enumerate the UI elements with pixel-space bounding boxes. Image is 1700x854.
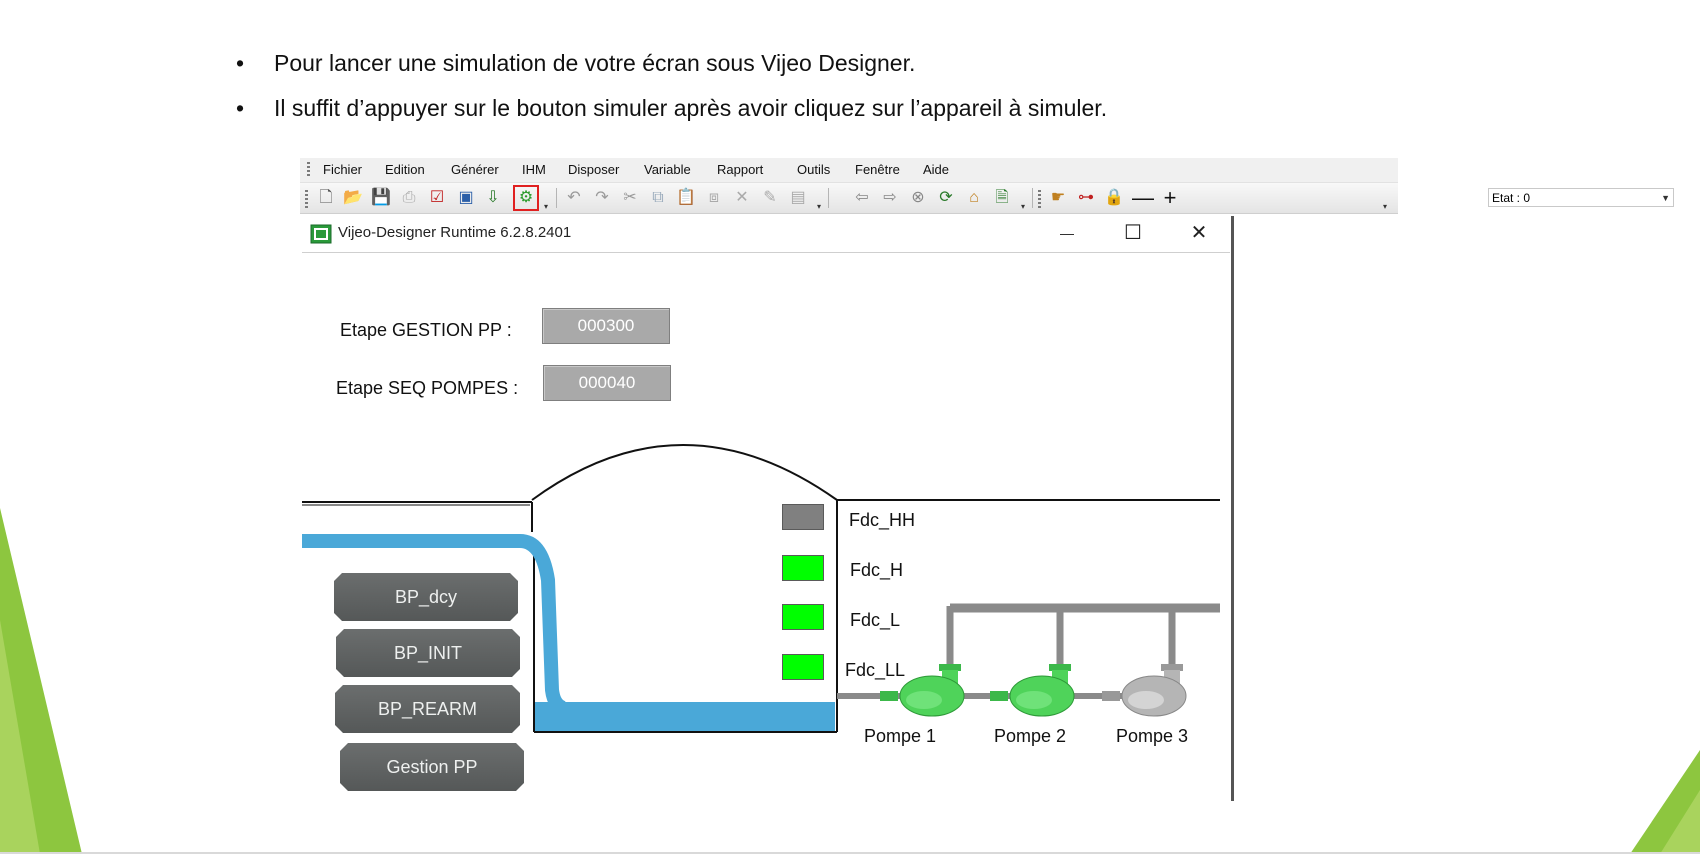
indicator-label-fdc-hh: Fdc_HH	[849, 510, 916, 530]
save-icon[interactable]: 💾	[371, 189, 391, 206]
toolbar-separator	[828, 188, 829, 208]
stop-icon[interactable]: ⊗	[911, 189, 925, 206]
menu-fenetre[interactable]: Fenêtre	[855, 162, 900, 177]
copy-icon[interactable]: ⧉	[652, 189, 664, 206]
close-button[interactable]: ✕	[1190, 222, 1208, 244]
menu-rapport[interactable]: Rapport	[717, 162, 764, 177]
bullet-text: Pour lancer une simulation de votre écra…	[274, 50, 916, 76]
chevron-down-icon[interactable]: ▾	[543, 202, 548, 211]
paste-special-icon[interactable]: ⧈	[708, 189, 720, 206]
menu-bar: Fichier Edition Générer IHM Disposer Var…	[300, 158, 1398, 183]
menu-ihm[interactable]: IHM	[522, 162, 546, 177]
process-graphic	[302, 444, 1220, 733]
etape-seq-value: 000040	[543, 365, 671, 401]
refresh-icon[interactable]: ⟳	[939, 189, 953, 206]
toolbar-separator	[556, 188, 557, 208]
bp-dcy-button[interactable]: BP_dcy	[334, 573, 518, 621]
lock-icon[interactable]: 🔒	[1104, 189, 1124, 206]
tank-water	[535, 702, 835, 731]
menu-edition[interactable]: Edition	[385, 162, 425, 177]
paste-icon[interactable]: 📋	[676, 189, 696, 206]
forward-icon[interactable]: ⇨	[883, 189, 897, 206]
menu-outils[interactable]: Outils	[797, 162, 831, 177]
minus-icon[interactable]: —	[1132, 185, 1154, 210]
bp-rearm-button[interactable]: BP_REARM	[335, 685, 520, 733]
pump-label-2: Pompe 2	[994, 726, 1067, 746]
menu-aide[interactable]: Aide	[923, 162, 950, 177]
plus-icon[interactable]: +	[1163, 185, 1177, 210]
simulate-icon[interactable]: ⚙	[513, 185, 539, 211]
indicator-fdc-l	[782, 604, 824, 630]
toolbar: 🗋 📂 💾 ⎙ ☑ ▣ ⇩ ⚙ ▾ ↶ ↷ ✂ ⧉ 📋 ⧈ ✕ ✎ ▤ ▾ ⇦ …	[300, 183, 1674, 214]
window-title: Vijeo-Designer Runtime 6.2.8.2401	[338, 224, 572, 241]
runtime-titlebar: Vijeo-Designer Runtime 6.2.8.2401 — ☐ ✕	[302, 216, 1230, 253]
chevron-down-icon[interactable]: ▾	[1382, 202, 1387, 211]
bullet-dot: •	[236, 95, 245, 121]
slide-decoration-left	[0, 508, 82, 854]
etape-gestion-label: Etape GESTION PP :	[340, 320, 512, 340]
check-icon[interactable]: ☑	[429, 189, 445, 206]
pump-label-3: Pompe 3	[1116, 726, 1189, 746]
gestion-pp-button[interactable]: Gestion PP	[340, 743, 524, 791]
etape-seq-label: Etape SEQ POMPES :	[336, 378, 519, 398]
cut-icon[interactable]: ✂	[623, 189, 637, 206]
home-icon[interactable]: ⌂	[969, 189, 979, 206]
pump-1-icon	[880, 664, 965, 717]
delete-icon[interactable]: ✕	[735, 189, 749, 206]
slide-bottom-border	[0, 852, 1700, 854]
menu-disposer[interactable]: Disposer	[568, 162, 620, 177]
validate-icon[interactable]: ▣	[458, 189, 474, 206]
bp-init-button[interactable]: BP_INIT	[336, 629, 520, 677]
menu-fichier[interactable]: Fichier	[323, 162, 363, 177]
slide-decoration-right	[1630, 750, 1700, 854]
pump-2-icon	[990, 664, 1075, 717]
toolbar-grip	[1038, 190, 1041, 208]
new-file-icon[interactable]: 🗋	[319, 189, 333, 206]
format-icon[interactable]: ✎	[763, 189, 777, 206]
undo-icon[interactable]: ↶	[567, 189, 581, 206]
hand-icon[interactable]: ☛	[1050, 189, 1066, 206]
chevron-down-icon[interactable]: ▾	[1020, 202, 1025, 211]
etape-gestion-value: 000300	[542, 308, 670, 344]
maximize-button[interactable]: ☐	[1124, 222, 1142, 244]
pump-label-1: Pompe 1	[864, 726, 937, 746]
menu-generer[interactable]: Générer	[451, 162, 499, 177]
chevron-down-icon: ▼	[1661, 193, 1670, 203]
chevron-down-icon[interactable]: ▾	[816, 202, 821, 211]
download-icon[interactable]: ⇩	[486, 189, 500, 206]
indicator-label-fdc-h: Fdc_H	[850, 560, 904, 580]
properties-icon[interactable]: ▤	[790, 189, 806, 206]
vijeo-runtime-icon	[310, 224, 332, 244]
indicator-label-fdc-ll: Fdc_LL	[845, 660, 906, 680]
etat-value: Etat : 0	[1492, 191, 1531, 205]
document-icon[interactable]: 🗎	[995, 189, 1009, 206]
indicator-label-fdc-l: Fdc_L	[850, 610, 901, 630]
bullet-dot: •	[236, 50, 245, 76]
etat-select[interactable]: Etat : 0 ▼	[1488, 188, 1674, 207]
indicator-fdc-ll	[782, 654, 824, 680]
print-icon[interactable]: ⎙	[402, 189, 416, 206]
indicator-fdc-hh	[782, 504, 824, 530]
toolbar-separator	[1032, 188, 1033, 208]
redo-icon[interactable]: ↷	[595, 189, 609, 206]
window-right-edge	[1231, 216, 1234, 801]
slider-icon[interactable]: ⊶	[1078, 189, 1094, 206]
minimize-button[interactable]: —	[1060, 225, 1074, 241]
open-folder-icon[interactable]: 📂	[343, 189, 363, 206]
indicator-fdc-h	[782, 555, 824, 581]
menu-grip	[307, 162, 310, 178]
tank-dome	[531, 444, 838, 501]
back-icon[interactable]: ⇦	[855, 189, 869, 206]
menu-variable[interactable]: Variable	[644, 162, 691, 177]
bullet-text: Il suffit d’appuyer sur le bouton simule…	[274, 95, 1108, 121]
toolbar-grip	[305, 190, 308, 208]
inlet-water-pipe	[302, 534, 567, 715]
pump-3-icon	[1102, 664, 1187, 717]
